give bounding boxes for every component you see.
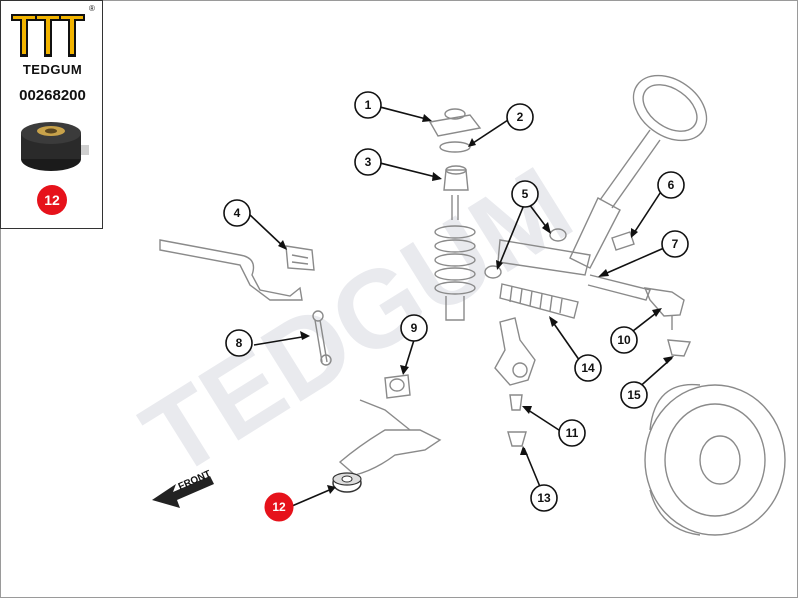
rack-bushing xyxy=(549,228,567,242)
callout-1: 1 xyxy=(365,98,372,112)
arm-rear-bushing xyxy=(384,374,411,399)
callout-10: 10 xyxy=(617,333,631,347)
strut-body xyxy=(445,296,465,321)
callout-6: 6 xyxy=(668,178,675,192)
callout-8: 8 xyxy=(236,336,243,350)
callout-5: 5 xyxy=(522,187,529,201)
callout-14: 14 xyxy=(581,361,595,375)
callout-3: 3 xyxy=(365,155,372,169)
callout-13: 13 xyxy=(537,491,551,505)
selected-bushing xyxy=(332,472,362,493)
ball-joint-cap xyxy=(507,431,527,447)
brand-name: TEDGUM xyxy=(22,62,83,77)
strut-bearing xyxy=(439,141,471,153)
rack-mount-bushing xyxy=(611,231,635,251)
part-number: 00268200 xyxy=(19,87,86,104)
bump-stop xyxy=(443,169,469,191)
top-mount xyxy=(428,114,482,137)
callout-12-circle xyxy=(264,492,294,522)
steering-knuckle xyxy=(494,317,536,386)
wheel xyxy=(644,384,786,536)
callout-15: 15 xyxy=(627,388,641,402)
selected-part-badge: 12 xyxy=(37,185,67,215)
callout-7: 7 xyxy=(672,237,679,251)
ball-joint xyxy=(509,394,523,411)
ball-joint-boot xyxy=(667,339,692,357)
tedgum-logo-icon xyxy=(11,14,85,57)
callout-2: 2 xyxy=(517,110,524,124)
product-info-box: ® TEDGUM 00268200 12 xyxy=(0,0,103,229)
rack-boot xyxy=(499,283,579,319)
steering-rack xyxy=(497,239,591,276)
tie-rod-end xyxy=(643,287,685,317)
callout-4: 4 xyxy=(234,206,241,220)
callout-circles xyxy=(223,91,689,512)
steering-wheel xyxy=(632,74,708,142)
anti-roll-bar-bushing xyxy=(285,245,315,271)
coil-spring xyxy=(434,225,476,295)
callout-11: 11 xyxy=(566,426,579,440)
bushing-photo xyxy=(21,122,89,171)
callout-9: 9 xyxy=(411,321,418,335)
arrow-heads xyxy=(278,114,674,494)
registered-mark: ® xyxy=(89,4,95,13)
steering-column xyxy=(599,129,661,209)
lower-arm xyxy=(338,429,442,476)
anti-roll-bar xyxy=(159,239,303,301)
callout-12: 12 xyxy=(272,500,286,514)
